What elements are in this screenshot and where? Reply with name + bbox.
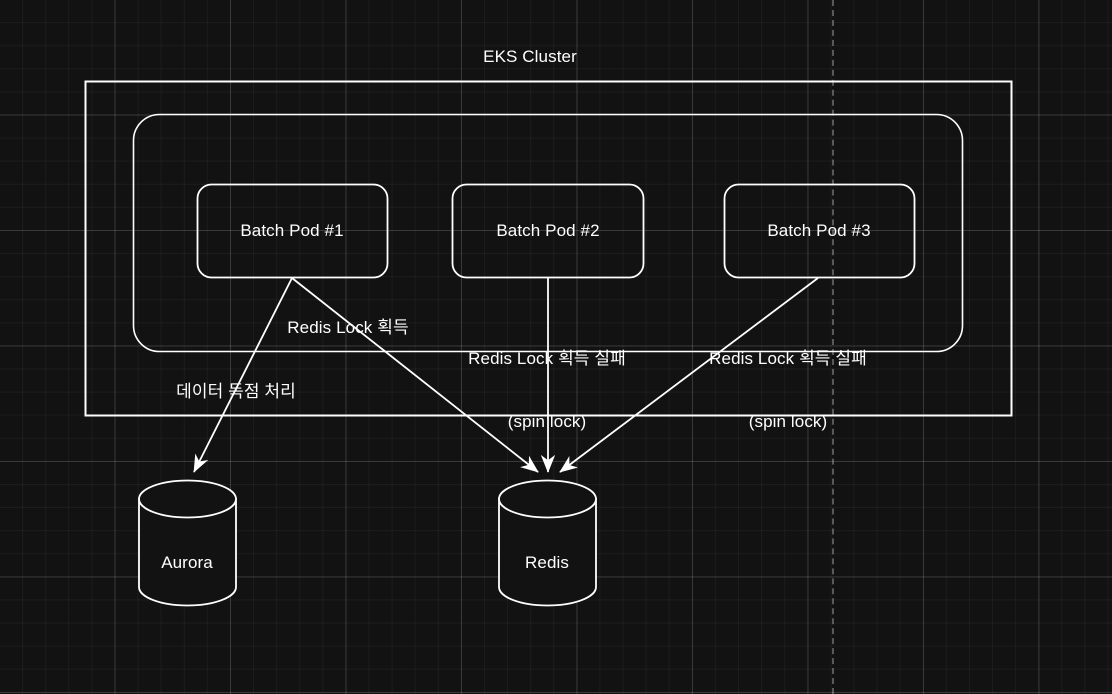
datastore-label-redis: Redis [525,553,569,572]
edge-label-lock-failed-pod2-line2: (spin lock) [507,412,587,431]
aurora-cylinder-shape [138,479,237,607]
edge-pod3-to-redis [559,277,819,473]
edge-label-lock-failed-pod3: Redis Lock 획득 실패 (spin lock) [709,306,867,474]
vertical-guide-line [832,0,834,694]
edge-pod1-to-redis [291,277,539,473]
edge-label-redis-lock-acquired: Redis Lock 획득 [287,318,409,337]
edge-label-lock-failed-pod3-line1: Redis Lock 획득 실패 [709,349,867,368]
pod-box-2 [451,183,645,279]
pod-label-2: Batch Pod #2 [496,221,600,240]
edge-label-exclusive-data-processing: 데이터 독점 처리 [176,382,296,401]
pod-box-3 [723,183,916,279]
edge-label-lock-failed-pod2-line1: Redis Lock 획득 실패 [468,349,626,368]
datastore-label-aurora: Aurora [161,553,213,572]
edge-label-lock-failed-pod3-line2: (spin lock) [748,412,828,431]
edge-label-lock-failed-pod2: Redis Lock 획득 실패 (spin lock) [468,306,626,474]
eks-cluster-title: EKS Cluster [483,47,577,66]
edge-pod1-to-aurora [193,277,293,473]
redis-cylinder-shape [498,479,597,607]
pod-label-3: Batch Pod #3 [767,221,871,240]
pod-label-1: Batch Pod #1 [240,221,344,240]
